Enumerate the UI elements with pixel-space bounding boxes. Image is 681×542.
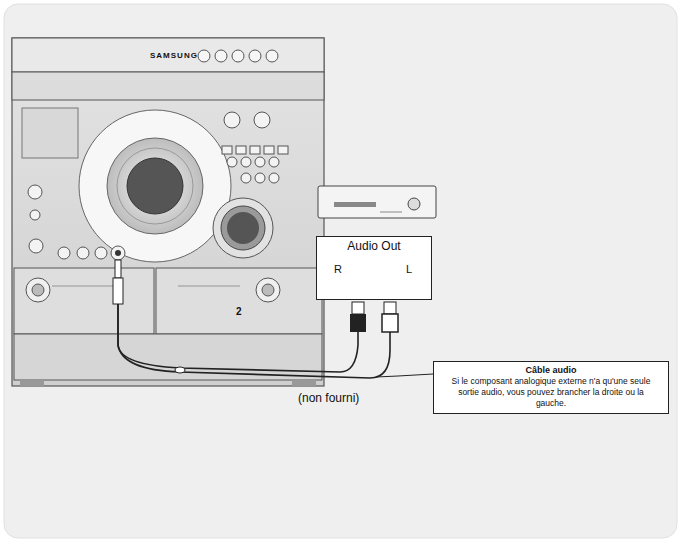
output-panel: Audio Out	[316, 236, 432, 300]
jack-label: R	[334, 263, 342, 275]
note-label: (non fourni)	[298, 391, 359, 405]
box-title: Audio Out	[321, 239, 427, 254]
brand-logo: SAMSUNG	[150, 51, 198, 60]
box-title: Câble audio	[442, 365, 660, 376]
box-note: Si le composant analogique externe n'a q…	[442, 376, 660, 408]
deck-number: 2	[236, 306, 242, 317]
callout-box: Câble audioSi le composant analogique ex…	[433, 361, 669, 414]
jack-label: L	[406, 263, 412, 275]
